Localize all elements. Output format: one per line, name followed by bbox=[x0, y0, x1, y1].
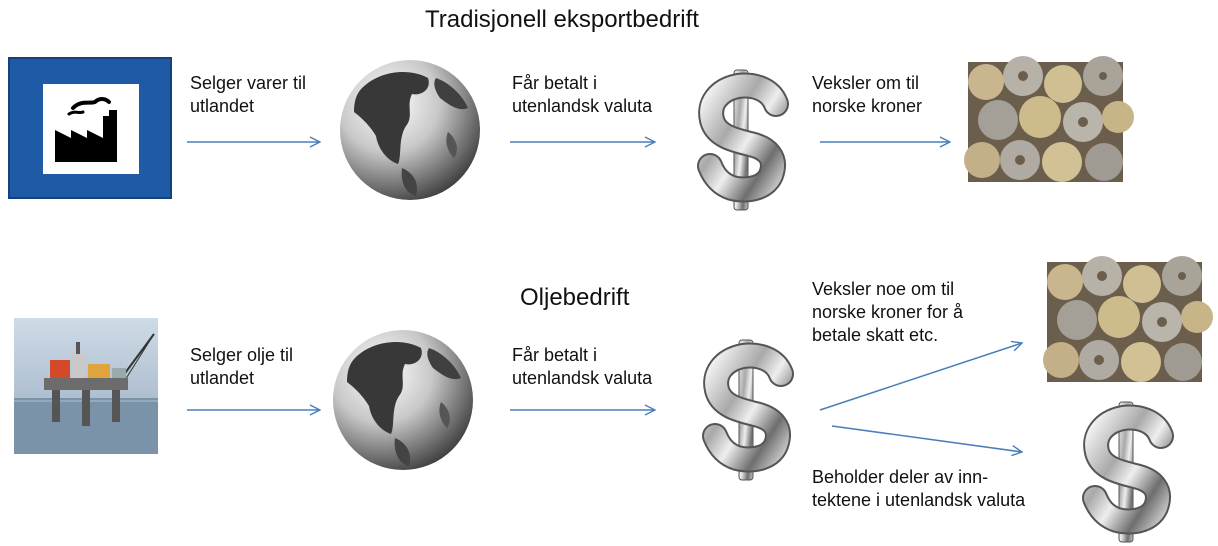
row1-step1-label: Selger varer til utlandet bbox=[190, 73, 307, 116]
row1-step3-label: Veksler om til norske kroner bbox=[812, 73, 923, 116]
row2-title: Oljebedrift bbox=[520, 284, 630, 311]
row2-step1-label: Selger olje til utlandet bbox=[190, 345, 294, 388]
factory-sign-icon bbox=[8, 57, 172, 199]
oil-platform-icon bbox=[14, 318, 158, 454]
row1-title: Tradisjonell eksportbedrift bbox=[425, 6, 699, 33]
row2-step3b-label: Beholder deler av inn- tektene i utenlan… bbox=[812, 467, 1026, 510]
row2-step3a-label: Veksler noe om til norske kroner for å b… bbox=[812, 279, 964, 345]
row1-step2-label: Får betalt i utenlandsk valuta bbox=[512, 73, 653, 116]
row2-step2-label: Får betalt i utenlandsk valuta bbox=[512, 345, 653, 388]
dollar-icon bbox=[1075, 402, 1175, 542]
